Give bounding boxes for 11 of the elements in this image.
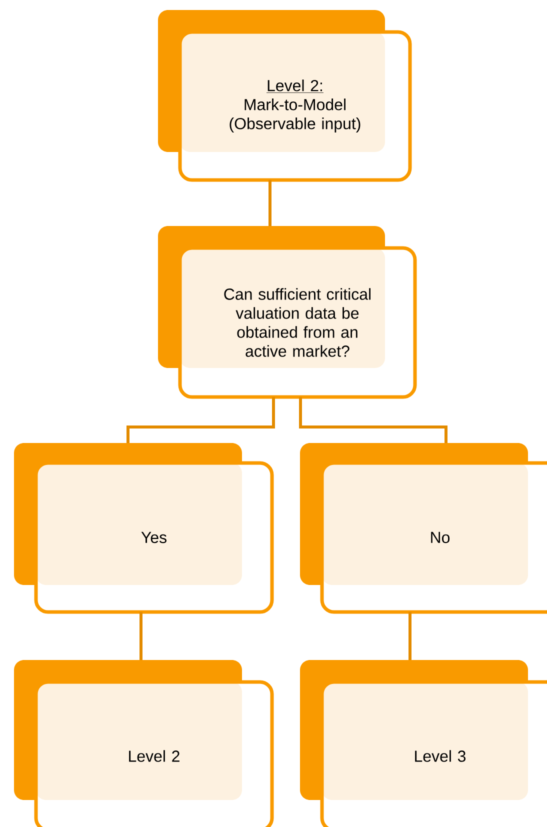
- connector-line: [408, 612, 412, 660]
- connector-line: [299, 397, 448, 443]
- connector-line: [268, 180, 272, 226]
- process-box: Level 2: [14, 660, 274, 827]
- process-box: No: [300, 443, 547, 614]
- connector-line: [126, 397, 275, 443]
- process-box: Level 3: [300, 660, 547, 827]
- connector-line: [140, 612, 142, 660]
- process-box: Can sufficient critical valuation data be obtained from an active market?: [158, 226, 417, 399]
- process-box: Level 2: Mark-to-Model (Observable input): [158, 10, 412, 182]
- process-box: Yes: [14, 443, 274, 614]
